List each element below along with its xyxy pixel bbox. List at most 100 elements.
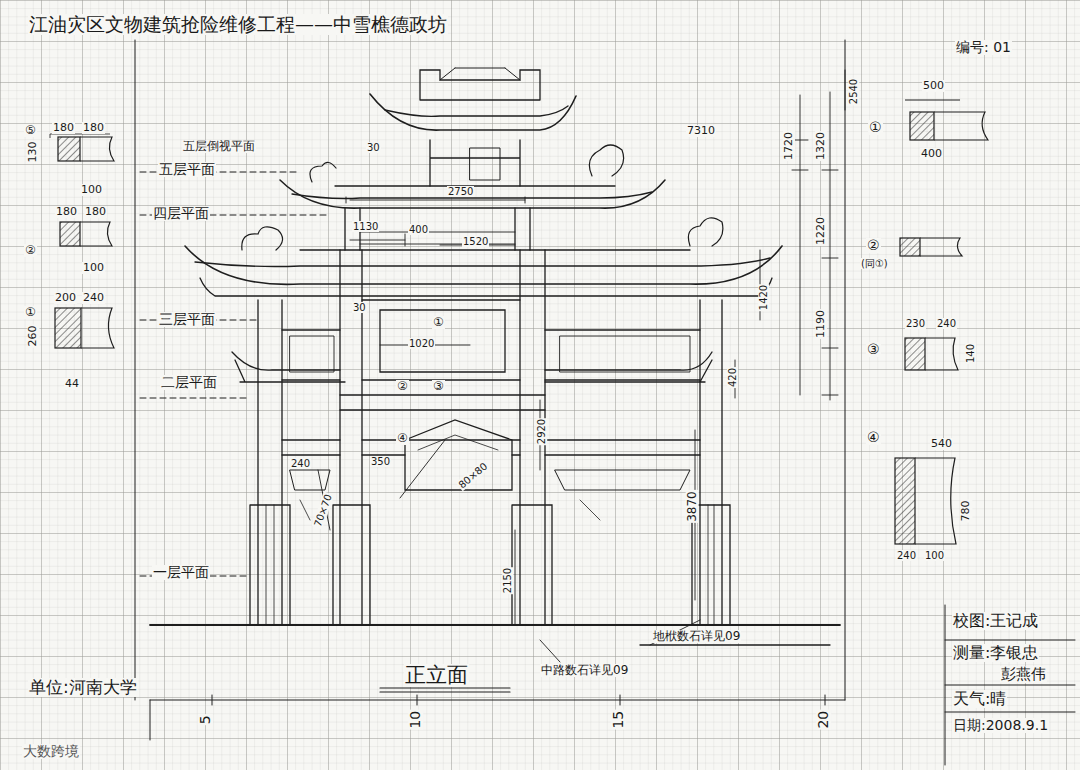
dimension-label: 7310 (686, 125, 716, 137)
dimension-label: 240 (936, 318, 957, 329)
archway-part (280, 180, 665, 208)
dimension-label: 100 (82, 262, 105, 274)
note-label: 五层倒视平面 (182, 140, 256, 153)
archway-part (385, 106, 568, 116)
dimension-label: 180 (52, 122, 75, 134)
archway-part (640, 644, 830, 645)
section-details-part (915, 458, 956, 544)
section-details-part (925, 338, 958, 370)
note-label: 一层平面 (152, 565, 210, 580)
dimension-label: 200 (54, 292, 77, 304)
dimension-label: 500 (922, 80, 945, 92)
dimension-label: 15 (611, 710, 626, 730)
dimension-label: 540 (930, 438, 953, 450)
dimension-label: ① (868, 120, 883, 135)
archway-part (418, 435, 498, 450)
dimension-label: 180 (55, 206, 78, 218)
note-label: 日期:2008.9.1 (952, 718, 1049, 733)
archway-part (290, 336, 690, 372)
archway-part (300, 500, 600, 520)
dimension-label: 350 (370, 456, 391, 467)
archway-part (440, 68, 520, 80)
dimension-label: 2150 (502, 567, 513, 594)
archway-part (735, 70, 845, 398)
section-details-part (80, 222, 112, 246)
archway-part (282, 440, 700, 455)
archway-part (300, 249, 690, 250)
note-label: 三层平面 (158, 312, 216, 327)
section-details-part (895, 458, 915, 544)
dimension-label: 260 (27, 325, 39, 348)
archway-part (310, 145, 624, 182)
section-details-part (50, 134, 110, 138)
archway-part (318, 345, 695, 625)
dimension-label: 420 (727, 367, 738, 388)
dimension-label: 10 (408, 710, 423, 730)
archway-part (150, 695, 845, 705)
note-label: 五层平面 (158, 162, 216, 177)
archway-part (290, 470, 690, 490)
dimension-label: 180 (82, 122, 105, 134)
dimension-label: 240 (290, 458, 311, 469)
dimension-label: 100 (924, 550, 945, 561)
dimension-label: 30 (366, 142, 381, 153)
archway-part (200, 278, 772, 296)
dimension-label: 30 (352, 302, 367, 313)
archway-part (430, 140, 520, 186)
view-caption: 正立面 (404, 664, 469, 687)
archway-part (345, 208, 530, 250)
note-label: 测量:李银忠 (952, 644, 1039, 662)
note-label: 彭燕伟 (1000, 666, 1047, 683)
dimension-label: ① (24, 306, 37, 319)
archway-part (945, 605, 1075, 765)
archway-part (135, 40, 845, 740)
dimension-label: ④ (866, 430, 881, 445)
note-label: 四层平面 (152, 206, 210, 221)
archway-part (235, 360, 712, 382)
dimension-label: 1130 (352, 221, 379, 232)
archway-part (360, 232, 515, 244)
dimension-label: 140 (965, 343, 976, 364)
dimension-label: 44 (64, 378, 80, 390)
dimension-label: ④ (396, 432, 409, 445)
archway-part (185, 246, 782, 284)
archway-part (282, 330, 700, 380)
note-label: 天气:晴 (952, 690, 1007, 708)
drawing-title: 江油灾区文物建筑抢险维修工程——中雪樵德政坊 (28, 14, 448, 35)
note-label: 单位:河南大学 (28, 678, 138, 697)
archway-part (150, 624, 840, 626)
archway-part (346, 197, 525, 246)
dimension-label: 1420 (758, 284, 769, 311)
dimension-label: ③ (866, 342, 881, 357)
archway-part (380, 688, 510, 692)
note-label: 编号: 01 (955, 40, 1012, 55)
dimension-label: 240 (82, 292, 105, 304)
section-details-part (81, 308, 114, 348)
note-label: 地栿数石详见09 (652, 630, 741, 643)
section-details-part (900, 238, 920, 256)
dimension-label: 400 (920, 148, 943, 160)
dimension-label: 1320 (815, 131, 827, 161)
dimension-label: 5 (198, 714, 213, 725)
archway-part (420, 70, 540, 100)
dimension-label: ① (432, 316, 445, 329)
section-details-part (910, 112, 934, 140)
dimension-label: 1520 (462, 236, 489, 247)
dimension-label: 100 (80, 184, 103, 196)
archway-part (258, 250, 722, 625)
dimension-label: 780 (960, 500, 972, 523)
section-details-part (905, 338, 925, 370)
dimension-label: ③ (432, 380, 445, 393)
dimension-label: ② (866, 238, 881, 253)
archway (135, 40, 1075, 765)
archway-part (340, 395, 545, 440)
dimension-label: 2920 (536, 418, 547, 445)
archway-part (362, 300, 520, 380)
section-details (50, 100, 988, 544)
note-label: 大数跨境 (22, 744, 80, 759)
dimension-label: 1190 (815, 309, 827, 339)
dimension-label: 2750 (447, 186, 474, 197)
section-details-part (905, 100, 988, 140)
